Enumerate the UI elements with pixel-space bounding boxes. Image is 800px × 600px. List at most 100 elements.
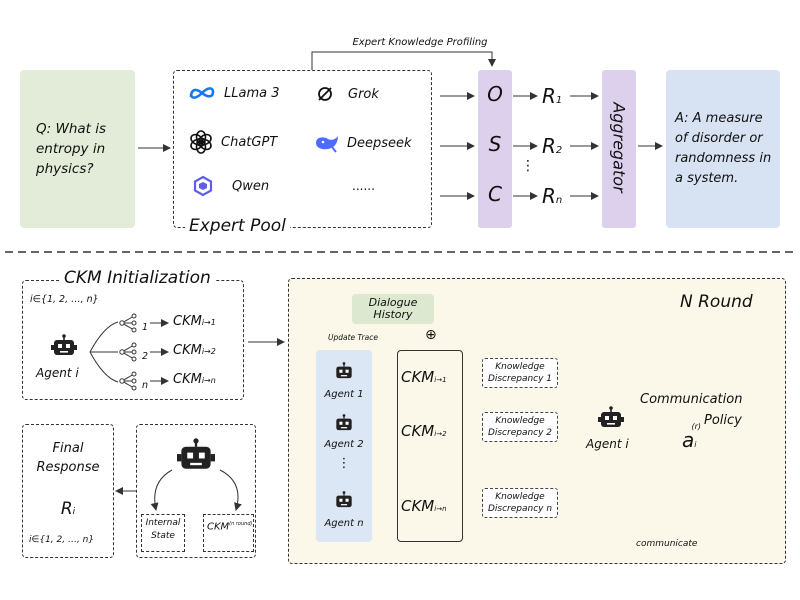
knowledge-discrepancy-n: Knowledge Discrepancy n	[482, 488, 558, 518]
question-box: Q: What is entropy in physics?	[20, 70, 135, 228]
comm-policy-line1: Communication	[640, 392, 743, 407]
communicate-label: communicate	[636, 539, 698, 549]
ckm-sub: i→1	[434, 376, 447, 384]
expert-qwen: Qwen	[192, 175, 269, 197]
ckm-sub: i→1	[201, 318, 216, 327]
curve-to-ckm-round	[219, 469, 242, 511]
ckm-column	[397, 350, 463, 542]
expert-pool: LLama 3 Grok ChatGPT	[173, 70, 432, 228]
round-ckm-1: CKMi→1	[401, 368, 447, 386]
r-main: R	[542, 134, 556, 158]
expert-name: Deepseek	[347, 135, 412, 151]
ckm-main: CKM	[173, 314, 202, 329]
agent-vdots: ⋮	[337, 456, 351, 471]
r-main: R	[60, 499, 73, 519]
expert-name: ChatGPT	[221, 134, 278, 150]
ckm-main: CKM	[401, 368, 435, 386]
branch-num: 1	[142, 322, 149, 333]
aggregator-label: Aggregator	[609, 102, 629, 193]
n-round-title: N Round	[680, 292, 753, 312]
response-rn: Rn	[542, 184, 562, 208]
r-sub: 2	[555, 145, 563, 156]
ckm-sub: i→n	[201, 376, 216, 385]
response-vdots: ⋮	[521, 158, 535, 174]
osc-o: O	[487, 82, 503, 106]
robot-icon	[598, 406, 624, 427]
final-response-box: Final Response Ri i∈{1, 2, …, n}	[22, 424, 114, 558]
update-trace-label: Update Trace	[328, 333, 378, 342]
fan-branch-1	[89, 321, 119, 353]
expert-name: Grok	[348, 86, 379, 102]
r-sub: 1	[555, 95, 563, 106]
agent-column	[316, 350, 372, 542]
ckm-sub: i→2	[434, 430, 447, 438]
final-index: i∈{1, 2, …, n}	[29, 535, 95, 545]
expert-deepseek: Deepseek	[314, 133, 412, 153]
expert-chatgpt: ChatGPT	[188, 129, 277, 155]
expert-pool-label: Expert Pool	[185, 216, 290, 236]
osc-column: O S C	[478, 70, 512, 228]
ckm-main: CKM	[401, 422, 435, 440]
robot-icon	[177, 438, 215, 469]
agent-label: Agent 2	[324, 439, 364, 450]
r-main: R	[542, 84, 556, 108]
ckm-sub: i→2	[201, 347, 216, 356]
center-agent-label: Agent i	[586, 437, 629, 451]
robot-icon	[336, 414, 352, 431]
dialogue-history-label: Dialogue History	[368, 296, 418, 321]
ckm-sub: i→n	[434, 505, 447, 513]
curve-to-internal-state	[150, 469, 173, 511]
openai-logo-icon	[190, 130, 212, 154]
init-ckm-1: CKMi→1	[173, 314, 216, 329]
deepseek-whale-icon	[316, 136, 338, 153]
answer-box: A: A measure of disorder or randomness i…	[666, 70, 780, 228]
expert-llama: LLama 3	[188, 85, 280, 101]
r-sub: n	[555, 195, 563, 206]
expert-name: LLama 3	[224, 85, 280, 101]
expert-grok: Grok	[316, 85, 379, 103]
ckm-main: CKM	[207, 521, 230, 533]
grok-logo-icon	[318, 87, 332, 101]
fan-branch-n	[89, 351, 119, 383]
ckm-init-agent-label: Agent i	[36, 366, 79, 380]
branch-num: n	[142, 380, 149, 391]
r-sub: i	[72, 507, 76, 517]
agent-label: Agent n	[324, 518, 364, 529]
ckm-sup: (n round)	[229, 521, 253, 527]
init-ckm-n: CKMi→n	[173, 372, 216, 387]
round-ckm-n: CKMi→n	[401, 497, 447, 515]
comm-policy-line2: Policy	[704, 413, 742, 428]
expert-name: Qwen	[232, 178, 270, 194]
final-title-1: Final	[52, 441, 84, 456]
ckm-main: CKM	[401, 497, 435, 515]
robot-icon	[51, 334, 77, 355]
dialogue-history-box: Dialogue History	[352, 294, 434, 324]
action-sup: (r)	[691, 422, 702, 432]
action-sub: i	[694, 440, 697, 449]
profiling-bracket	[311, 51, 496, 70]
knowledge-discrepancy-2: Knowledge Discrepancy 2	[482, 412, 558, 442]
response-r1: R1	[542, 84, 562, 108]
ckm-round-box: CKM(n round)	[203, 514, 254, 552]
meta-logo-icon	[189, 87, 215, 99]
ckm-main: CKM	[173, 372, 202, 387]
branch-icon	[119, 313, 137, 333]
robot-icon	[336, 491, 352, 508]
question-text: Q: What is entropy in physics?	[36, 121, 107, 177]
r-main: R	[542, 184, 556, 208]
osc-s: S	[488, 132, 502, 156]
expert-knowledge-profiling-label: Expert Knowledge Profiling	[352, 37, 488, 48]
oplus-icon: ⊕	[425, 327, 437, 343]
response-r2: R2	[542, 134, 562, 158]
agent-label: Agent 1	[324, 389, 364, 400]
osc-c: C	[488, 182, 502, 206]
knowledge-discrepancy-1: Knowledge Discrepancy 1	[482, 358, 558, 388]
expert-more: ......	[352, 179, 375, 193]
ckm-init-title: CKM Initialization	[60, 268, 215, 288]
robot-icon	[336, 362, 352, 379]
internal-state-box: Internal State	[141, 514, 185, 552]
branch-icon	[119, 342, 137, 362]
final-title-2: Response	[36, 460, 100, 475]
final-r: Ri	[23, 499, 113, 519]
agent-state-box	[136, 424, 256, 558]
